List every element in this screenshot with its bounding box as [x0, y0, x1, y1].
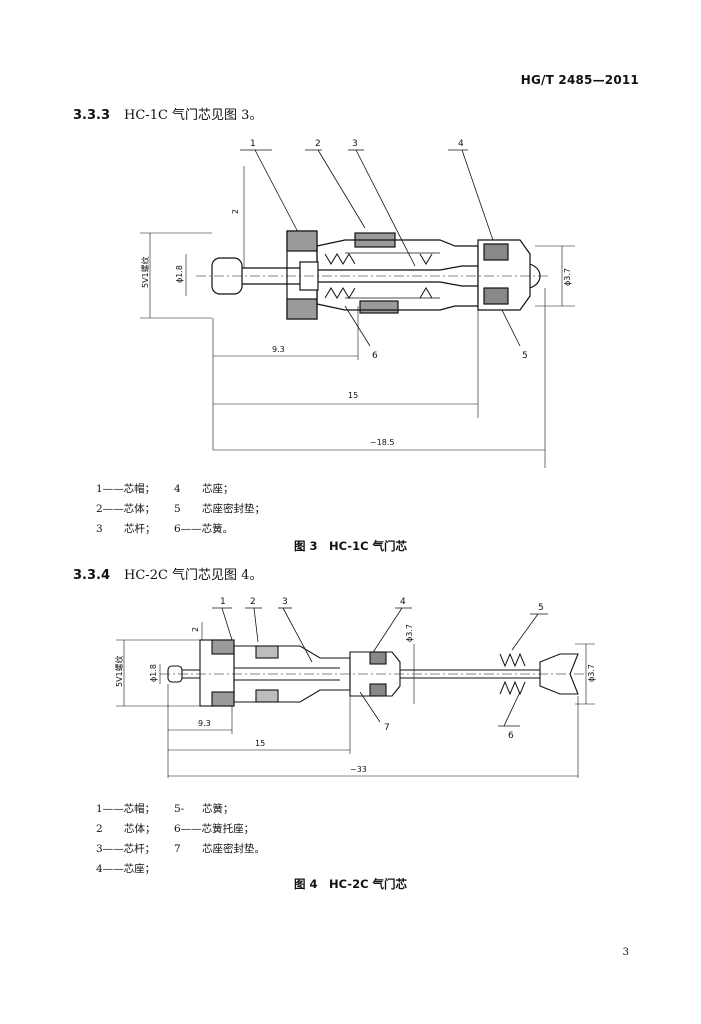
standard-code: HG/T 2485—2011	[520, 73, 639, 87]
legend-row: 1——芯帽； 4 芯座；	[96, 479, 265, 499]
fig4-dim-15: 15	[255, 739, 265, 748]
legend-cell: 1——芯帽；	[96, 803, 156, 815]
legend-cell: 5	[174, 503, 181, 515]
fig4-dim-small-top: 2	[191, 627, 200, 632]
fig4-callout-2: 2	[250, 597, 256, 607]
legend-cell: 3	[96, 523, 103, 535]
fig3-thread-label: 5V1螺纹	[140, 256, 150, 288]
fig4-dia-small: ϕ1.8	[149, 664, 158, 682]
legend-cell: 芯杆；	[124, 523, 156, 535]
legend-cell: 6——芯簧托座；	[174, 823, 255, 835]
legend-row: 2——芯体； 5 芯座密封垫；	[96, 499, 265, 519]
fig3-dim-15: 15	[348, 391, 358, 400]
figure-4-caption: 图 4 HC-2C 气门芯	[293, 877, 408, 891]
fig3-dia-small: ϕ1.8	[175, 265, 184, 283]
fig4-callout-3: 3	[282, 597, 288, 607]
figure-4-drawing: 1 2 3 4 5 6 7 5V1螺纹 ϕ1.8 ϕ3.7 ϕ3.7 2 9.3…	[114, 597, 596, 778]
fig3-callout-6: 6	[372, 351, 378, 361]
section-text: HC-1C 气门芯见图 3。	[124, 108, 263, 123]
fig4-dia-large: ϕ3.7	[587, 664, 596, 682]
legend-cell: 芯座密封垫；	[202, 503, 265, 515]
legend-cell: 7	[174, 843, 181, 855]
fig4-dim-33: ~33	[350, 765, 367, 774]
fig3-callout-2: 2	[315, 139, 321, 149]
legend-cell: 芯座密封垫。	[202, 843, 265, 855]
legend-cell: 芯座；	[202, 483, 234, 495]
legend-cell: 1——芯帽；	[96, 483, 156, 495]
legend-row: 1——芯帽； 5- 芯簧；	[96, 799, 265, 819]
legend-row: 3——芯杆； 7 芯座密封垫。	[96, 839, 265, 859]
fig3-callout-5: 5	[522, 351, 528, 361]
fig3-callout-4: 4	[458, 139, 464, 149]
fig4-dia-mid: ϕ3.7	[405, 624, 414, 642]
fig4-callout-1: 1	[220, 597, 226, 607]
legend-row: 3 芯杆； 6——芯簧。	[96, 519, 265, 539]
section-3-3-4: 3.3.4 HC-2C 气门芯见图 4。	[73, 564, 262, 583]
legend-cell: 2——芯体；	[96, 503, 156, 515]
legend-cell: 4——芯座；	[96, 863, 156, 875]
figure-3-caption: 图 3 HC-1C 气门芯	[293, 539, 408, 553]
legend-cell: 3——芯杆；	[96, 843, 156, 855]
legend-cell: 6——芯簧。	[174, 523, 234, 535]
fig3-dim-18-5: ~18.5	[370, 438, 395, 447]
fig4-thread-label: 5V1螺纹	[114, 655, 124, 687]
legend-row: 4——芯座；	[96, 859, 265, 879]
fig3-dia-large: ϕ3.7	[563, 268, 572, 286]
figure-3-legend: 1——芯帽； 4 芯座； 2——芯体； 5 芯座密封垫； 3 芯杆； 6——芯簧…	[96, 479, 265, 539]
legend-cell: 4	[174, 483, 181, 495]
legend-row: 2 芯体； 6——芯簧托座；	[96, 819, 265, 839]
fig4-callout-7: 7	[384, 723, 390, 733]
fig4-callout-5: 5	[538, 603, 544, 613]
page-number: 3	[622, 947, 629, 958]
legend-cell: 5-	[174, 803, 185, 815]
figure-4-legend: 1——芯帽； 5- 芯簧； 2 芯体； 6——芯簧托座； 3——芯杆； 7 芯座…	[96, 799, 265, 879]
fig3-dim-small-top: 2	[231, 209, 240, 214]
fig4-dim-9-3: 9.3	[198, 719, 211, 728]
fig3-callout-1: 1	[250, 139, 256, 149]
fig3-dim-9-3: 9.3	[272, 345, 285, 354]
section-3-3-3: 3.3.3 HC-1C 气门芯见图 3。	[73, 104, 262, 123]
fig4-callout-6: 6	[508, 731, 514, 741]
section-number: 3.3.4	[73, 568, 111, 583]
legend-cell: 芯体；	[124, 823, 156, 835]
legend-cell: 芯簧；	[202, 803, 234, 815]
legend-cell: 2	[96, 823, 103, 835]
fig3-callout-3: 3	[352, 139, 358, 149]
section-text: HC-2C 气门芯见图 4。	[124, 568, 263, 583]
fig4-callout-4: 4	[400, 597, 406, 607]
figure-3-drawing: 1 2 3 4 5 6 5V1螺纹 ϕ1.8 ϕ3.7 2 9.3 15 ~18…	[140, 139, 575, 468]
section-number: 3.3.3	[73, 108, 111, 123]
